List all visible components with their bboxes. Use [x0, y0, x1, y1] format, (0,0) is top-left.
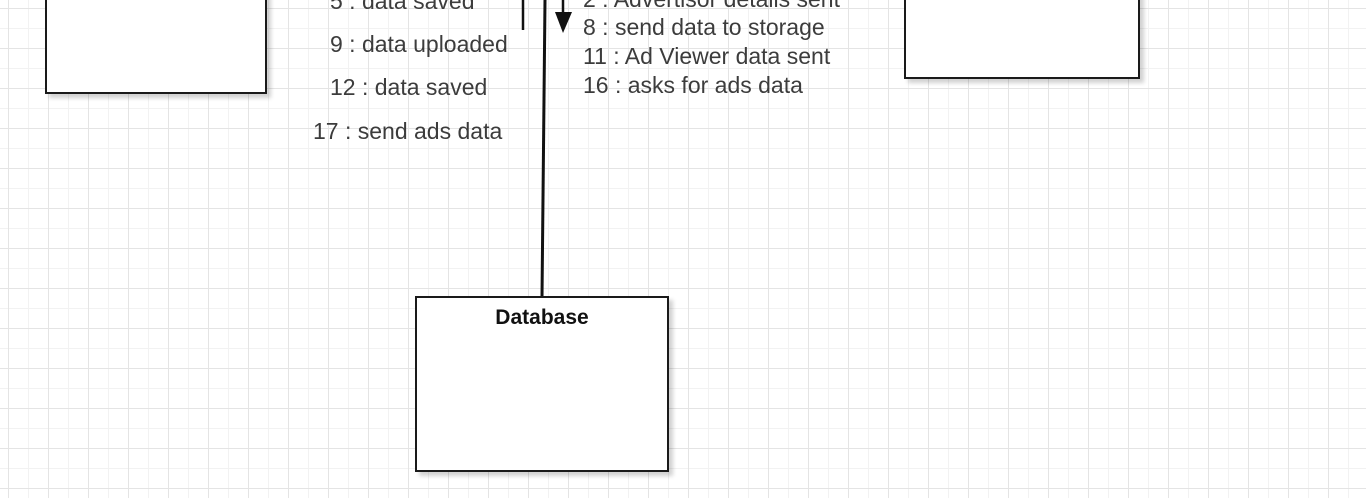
message-label-right-2: 8 : send data to storage [583, 14, 825, 40]
send-arrow-head [555, 12, 572, 33]
message-label-right-4: 16 : asks for ads data [583, 72, 803, 98]
message-label-left-2: 9 : data uploaded [330, 31, 508, 57]
database-box[interactable]: Database [415, 296, 669, 472]
database-box-title: Database [495, 306, 589, 329]
message-label-left-3: 12 : data saved [330, 74, 488, 100]
message-label-left-4: 17 : send ads data [313, 118, 503, 144]
message-label-right-1: 2 : Advertisor details sent [583, 0, 840, 12]
message-label-left-1: 5 : data saved [330, 0, 475, 14]
database-link-line[interactable] [540, 0, 547, 298]
left-top-box[interactable] [45, 0, 267, 94]
message-label-right-3: 11 : Ad Viewer data sent [583, 43, 831, 69]
right-top-box[interactable] [904, 0, 1140, 79]
